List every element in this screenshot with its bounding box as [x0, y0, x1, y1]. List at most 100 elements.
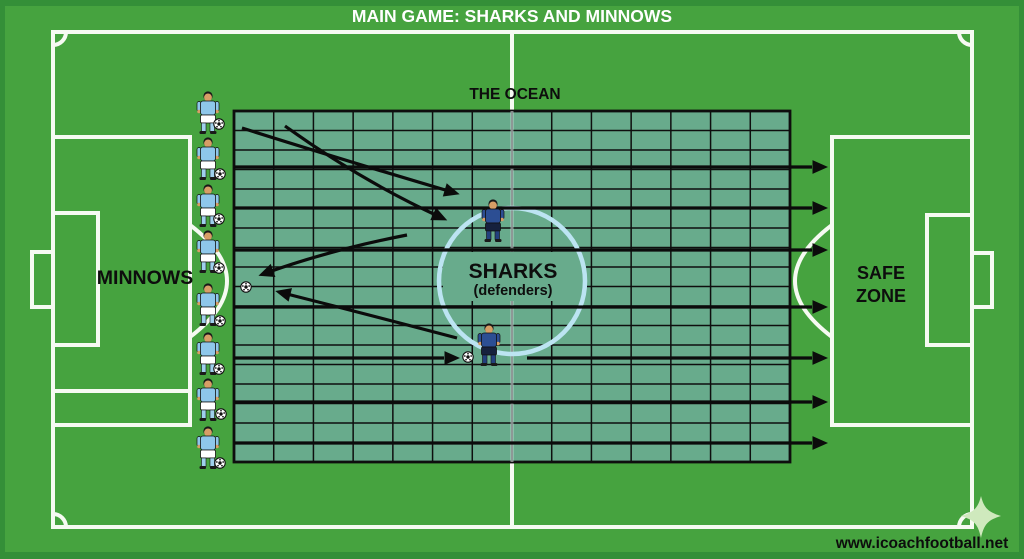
ball-patch [222, 461, 224, 463]
player-shirt [200, 341, 216, 357]
player-hand [215, 109, 219, 114]
player-hand [482, 217, 486, 222]
player-shoe [210, 224, 217, 227]
ball-patch [469, 358, 471, 361]
ball-patch [216, 370, 218, 373]
player-shorts [481, 346, 497, 356]
website-watermark: www.icoachfootball.net [835, 535, 1009, 552]
player-hand [215, 155, 219, 160]
ball-patch [219, 169, 221, 172]
ball-patch [216, 220, 218, 223]
player-shoe [199, 323, 206, 326]
ball-patch [243, 288, 245, 291]
player-shorts [200, 355, 216, 365]
movement-arrow-line [265, 233, 408, 275]
ball-patch [221, 464, 223, 467]
player-head [489, 201, 497, 210]
movement-arrowhead-icon [430, 207, 448, 221]
lane-arrowhead-icon [812, 395, 828, 409]
player-leg [201, 457, 207, 467]
sharks-label: SHARKS [469, 260, 558, 283]
player-shoe [210, 177, 217, 180]
ball-patch [467, 352, 469, 355]
player-hand [197, 109, 201, 114]
ball-patch [222, 319, 224, 321]
ball-patch [218, 172, 222, 176]
ball-patch [217, 122, 221, 126]
ball-patch [221, 367, 223, 369]
ball-patch [242, 285, 244, 287]
balls [213, 118, 474, 469]
player-hand [197, 202, 201, 207]
player-hand [478, 341, 482, 346]
sharks-label-patch [443, 252, 586, 301]
player-leg [209, 409, 215, 419]
diagram-title: MAIN GAME: SHARKS AND MINNOWS [352, 6, 672, 26]
player-head [204, 334, 212, 343]
lane-arrowhead-icon [812, 243, 828, 257]
ball-patch [218, 461, 222, 465]
player-leg [201, 314, 207, 324]
ball-patch [220, 409, 222, 412]
player-leg [201, 409, 207, 419]
player-shorts [485, 222, 501, 232]
lane-arrowhead-icon [444, 351, 460, 365]
ball-patch [221, 122, 223, 124]
player-hand [197, 350, 201, 355]
ball-patch [217, 175, 219, 178]
player-minnow [196, 184, 220, 227]
ball-patch [221, 322, 223, 325]
player-head [204, 380, 212, 389]
ball-patch [218, 263, 220, 266]
ball-patch [220, 269, 222, 272]
minnow-ball [215, 408, 227, 420]
movement-arrowhead-icon [275, 288, 292, 302]
player-shorts [200, 401, 216, 411]
player-shirt [485, 208, 501, 224]
player-shorts [200, 253, 216, 263]
ball-patch [222, 172, 224, 174]
player-shirt [200, 146, 216, 162]
safe-zone-label-line2: ZONE [856, 286, 906, 306]
player-hand [500, 217, 504, 222]
movement-arrow-line [241, 126, 453, 194]
ball-patch [217, 412, 219, 414]
sparkle-icon [961, 496, 1001, 538]
player-minnow [196, 332, 220, 375]
player-hand [215, 444, 219, 449]
penalty-area-left [53, 135, 192, 427]
ball-patch [217, 464, 219, 467]
player-head [204, 93, 212, 102]
corner-arc-bl [52, 512, 68, 528]
player-leg [201, 261, 207, 271]
player-head [204, 139, 212, 148]
player-shorts [200, 160, 216, 170]
ball-patch [215, 217, 217, 219]
ball-patch [245, 282, 247, 285]
movement-arrowhead-icon [442, 183, 460, 197]
corner-arc-tr [957, 31, 973, 47]
penalty-area-right [830, 135, 972, 427]
ball-patch [223, 412, 225, 414]
player-shoe [210, 131, 217, 134]
ball-patch [216, 461, 218, 463]
goal-area-left [53, 211, 100, 347]
minnow-ball [214, 315, 226, 327]
goal-right [970, 251, 994, 309]
player-shirt [481, 332, 497, 348]
player-shoe [199, 418, 206, 421]
player-shoe [210, 418, 217, 421]
corner-arc-tl [52, 31, 68, 47]
player-shoe [199, 224, 206, 227]
player-head [204, 186, 212, 195]
player-leg [201, 168, 207, 178]
ball-patch [217, 367, 221, 371]
player-shoe [480, 363, 487, 366]
movement-arrow-line [284, 124, 441, 219]
player-shoe [484, 239, 491, 242]
ball-patch [222, 415, 224, 418]
ball-patch [218, 319, 222, 323]
player-leg [209, 457, 215, 467]
player-hand [197, 396, 201, 401]
goal-left [30, 250, 55, 309]
